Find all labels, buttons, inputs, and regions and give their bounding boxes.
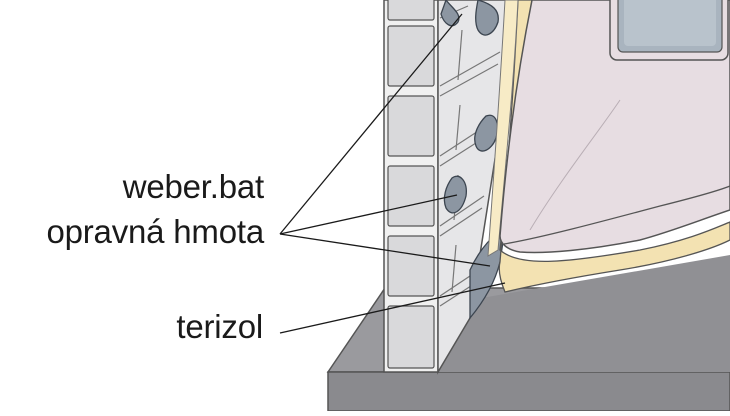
window-opening	[609, 0, 729, 61]
label-weber-bat: weber.bat	[122, 168, 265, 205]
label-terizol: terizol	[176, 308, 263, 345]
repair-patches	[440, 0, 519, 320]
brick-wall	[383, 0, 439, 373]
membrane-sheet	[499, 0, 730, 254]
label-opravna-hmota: opravná hmota	[46, 213, 264, 250]
leader-lines	[279, 13, 506, 334]
